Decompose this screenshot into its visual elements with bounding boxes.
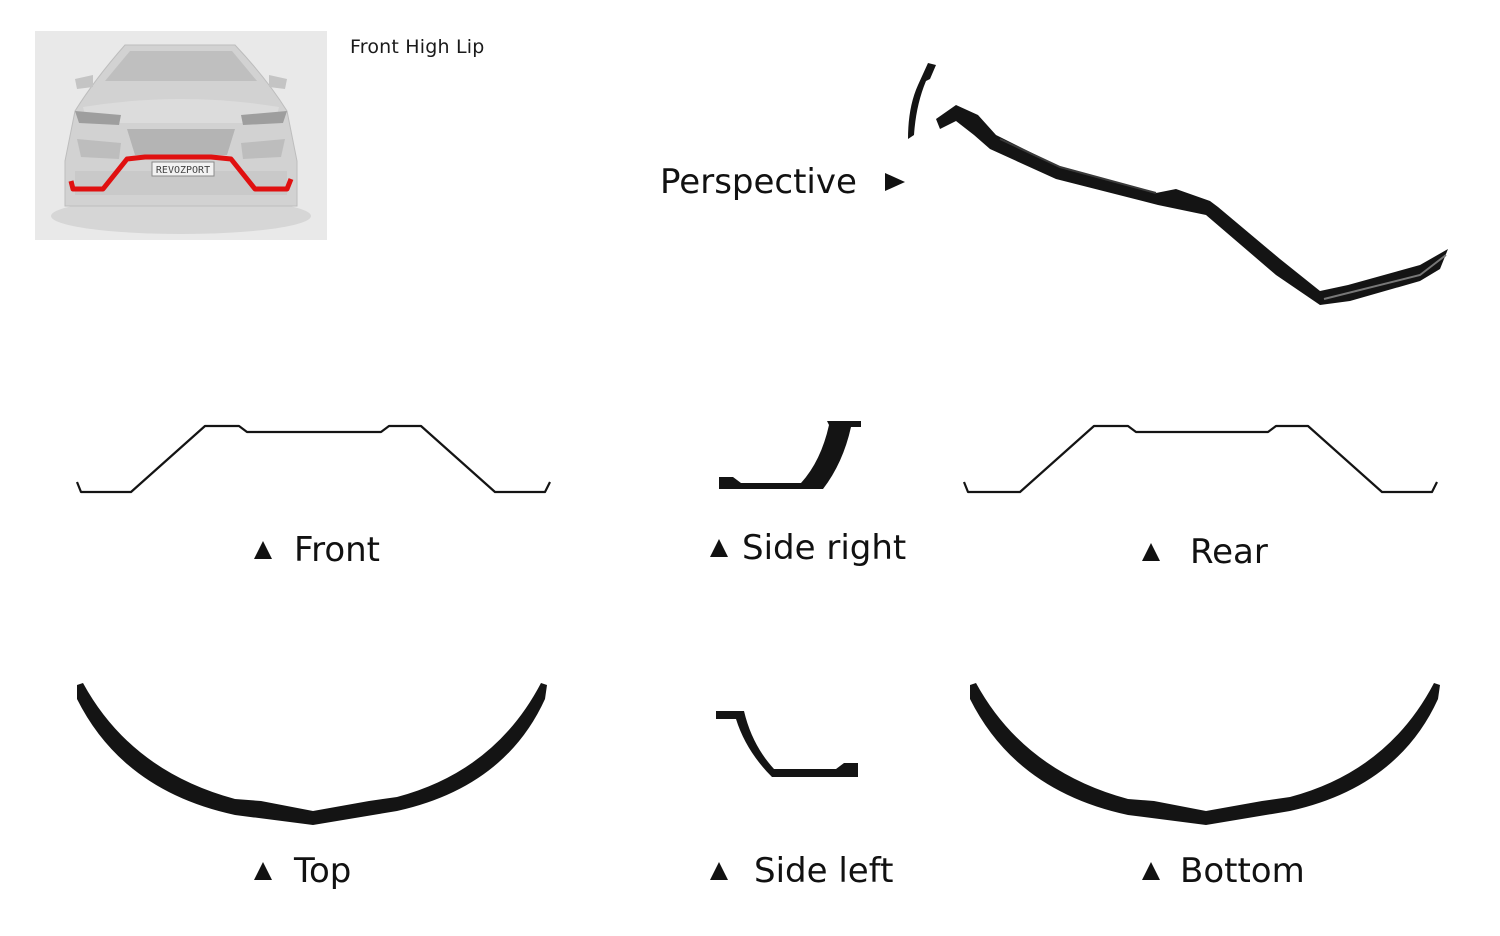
part-bottom-view — [970, 683, 1440, 825]
part-side-left-view — [716, 711, 858, 777]
arrow-up-icon — [1142, 862, 1160, 880]
arrow-up-icon — [710, 862, 728, 880]
arrow-up-icon — [1142, 543, 1160, 561]
plate-text: REVOZPORT — [156, 165, 210, 176]
label-top: Top — [254, 851, 351, 891]
part-perspective-view — [908, 63, 1448, 305]
arrow-right-icon — [884, 173, 905, 191]
part-top-view — [77, 683, 547, 825]
arrow-up-icon — [254, 862, 272, 880]
label-front-text: Front — [294, 530, 380, 570]
arrow-up-icon — [710, 539, 728, 557]
part-side-right-view — [719, 421, 861, 489]
highlighted-lip — [68, 154, 294, 192]
label-top-text: Top — [294, 851, 352, 891]
car-thumbnail: REVOZPORT — [35, 31, 327, 240]
label-side-right-text: Side right — [742, 528, 907, 568]
arrow-up-icon — [254, 541, 272, 559]
label-side-left-text: Side left — [754, 851, 894, 891]
label-front: Front — [254, 530, 380, 570]
part-rear-view — [962, 424, 1438, 494]
label-bottom-text: Bottom — [1180, 851, 1305, 891]
label-perspective-text: Perspective — [660, 162, 857, 202]
product-title: Front High Lip — [350, 36, 485, 58]
car-front-illustration: REVOZPORT — [35, 31, 327, 240]
label-rear-text: Rear — [1190, 532, 1268, 572]
label-side-left: Side left — [710, 851, 893, 891]
label-rear: Rear — [1142, 532, 1268, 572]
part-front-view — [75, 424, 551, 494]
label-perspective: Perspective — [660, 162, 905, 202]
label-side-right: Side right — [710, 528, 906, 568]
label-bottom: Bottom — [1142, 851, 1305, 891]
